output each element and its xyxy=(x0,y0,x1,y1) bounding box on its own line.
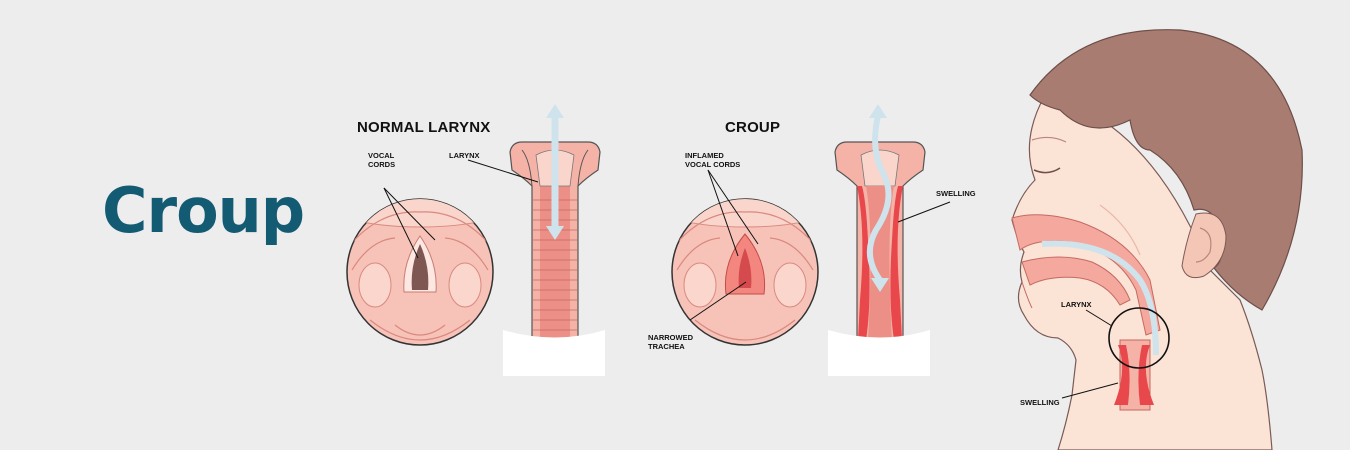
child-leader-lines xyxy=(1061,309,1119,399)
normal-trachea xyxy=(503,104,605,376)
normal-larynx-circle-view xyxy=(346,198,494,346)
page-title: Croup xyxy=(102,174,305,247)
normal-leader-lines xyxy=(383,159,539,259)
narrowed-trachea-label: NARROWED TRACHEA xyxy=(648,333,693,351)
larynx-label: LARYNX xyxy=(449,151,480,160)
child-larynx-label: LARYNX xyxy=(1061,300,1092,309)
child-swelling-label: SWELLING xyxy=(1020,398,1060,407)
croup-circle-view xyxy=(671,198,819,346)
child-head xyxy=(1011,29,1303,450)
croup-heading: CROUP xyxy=(725,119,781,136)
vocal-cords-label: VOCAL CORDS xyxy=(368,151,396,169)
croup-swelling-label: SWELLING xyxy=(936,189,976,198)
croup-leader-lines xyxy=(689,169,951,321)
croup-trachea xyxy=(828,104,930,376)
normal-larynx-heading: NORMAL LARYNX xyxy=(357,119,491,136)
inflamed-vocal-cords-label: INFLAMED VOCAL CORDS xyxy=(685,151,741,169)
